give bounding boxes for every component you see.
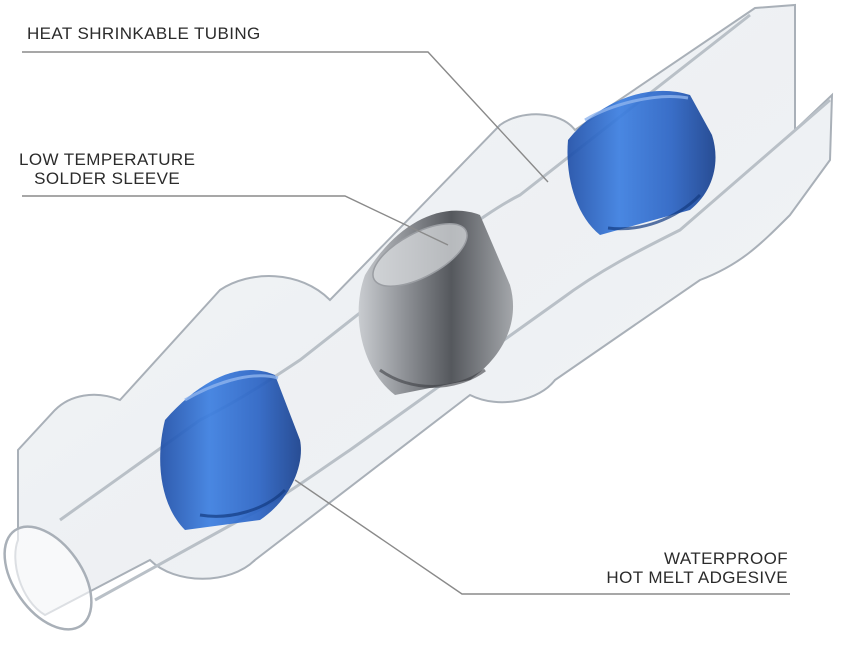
label-solder-line-1: LOW TEMPERATURE	[19, 150, 196, 169]
label-heat-line-1: HEAT SHRINKABLE TUBING	[27, 24, 261, 43]
label-heat-shrinkable-tubing: HEAT SHRINKABLE TUBING	[27, 24, 261, 43]
adhesive-ring-right	[567, 90, 716, 236]
label-waterproof-hot-melt-adhesive: WATERPROOF HOT MELT ADGESIVE	[606, 549, 788, 587]
label-solder-line-2: SOLDER SLEEVE	[34, 169, 181, 188]
leader-adhesive	[294, 479, 790, 595]
label-adhesive-line-1: WATERPROOF	[664, 549, 788, 568]
leader-heat-shrink	[22, 51, 549, 183]
label-adhesive-line-2: HOT MELT ADGESIVE	[606, 568, 788, 587]
tube-open-end	[3, 525, 93, 631]
solder-sleeve	[358, 210, 514, 395]
leader-solder-sleeve	[22, 195, 449, 246]
adhesive-ring-left	[160, 370, 301, 530]
leader-lines	[22, 51, 790, 595]
label-low-temperature-solder-sleeve: LOW TEMPERATURE SOLDER SLEEVE	[19, 150, 195, 188]
